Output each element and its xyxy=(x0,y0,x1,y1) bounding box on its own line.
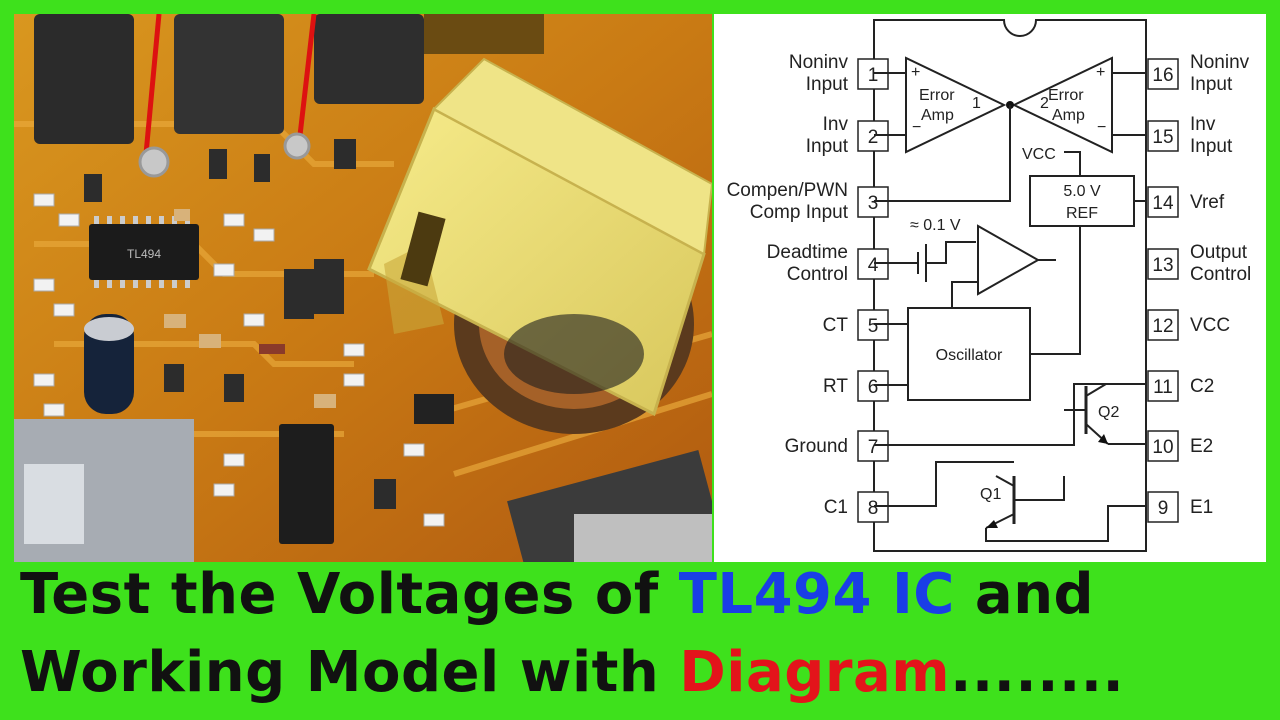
offset-label: ≈ 0.1 V xyxy=(910,217,961,234)
title-line-1: Test the Voltages of TL494 IC and xyxy=(20,562,1094,627)
error-amp-2 xyxy=(1011,56,1113,154)
pcb-photo: TL494 xyxy=(14,14,712,562)
right-pin-name: Inv xyxy=(1190,114,1216,135)
left-pin-number: 8 xyxy=(868,498,879,519)
amp1-label-line1: Error xyxy=(919,87,955,104)
right-pin-name: Vref xyxy=(1190,192,1225,213)
right-pin-name: E1 xyxy=(1190,497,1213,518)
error-amp-1 xyxy=(905,56,1007,154)
left-pin-name: CT xyxy=(823,315,849,336)
left-pin-box xyxy=(857,309,889,341)
ref-voltage: 5.0 V xyxy=(1063,183,1101,200)
title-diagram-word: Diagram xyxy=(679,640,951,705)
left-pin-number: 7 xyxy=(868,437,879,458)
right-pin-box xyxy=(1147,120,1179,152)
left-pin-name: Noninv xyxy=(789,52,849,73)
left-pin-name-2: Input xyxy=(806,136,849,157)
right-pin-number: 13 xyxy=(1152,255,1173,276)
left-pin-name-2: Comp Input xyxy=(750,202,849,223)
right-pin-number: 15 xyxy=(1152,127,1173,148)
pcb-illustration: TL494 xyxy=(14,14,712,562)
amp1-label-line2: Amp xyxy=(921,107,954,124)
amp1-minus: − xyxy=(912,119,921,136)
title-line-2: Working Model with Diagram........ xyxy=(20,640,1124,705)
right-pin-name-2: Input xyxy=(1190,136,1233,157)
title-line1-text: Test the Voltages of xyxy=(20,562,679,627)
right-pin-number: 10 xyxy=(1152,437,1173,458)
right-pin-name-2: Input xyxy=(1190,74,1233,95)
q2-label: Q2 xyxy=(1098,404,1119,421)
left-pin-number: 2 xyxy=(868,127,879,148)
chip-marking: TL494 xyxy=(127,247,161,261)
amp2-number: 2 xyxy=(1040,95,1049,112)
right-pin-name: C2 xyxy=(1190,376,1214,397)
vcc-label: VCC xyxy=(1022,146,1056,163)
right-pin-number: 12 xyxy=(1152,316,1173,337)
title-ellipsis: ........ xyxy=(950,640,1125,705)
ic-body-outline xyxy=(873,19,1147,552)
title-line1-end: and xyxy=(954,562,1095,627)
right-pin-box xyxy=(1147,491,1179,523)
right-pin-name: Output xyxy=(1190,242,1248,263)
title-chip-name: TL494 IC xyxy=(678,562,955,627)
right-pin-name: E2 xyxy=(1190,436,1213,457)
left-pin-name: RT xyxy=(823,376,848,397)
left-pin-name-2: Input xyxy=(806,74,849,95)
left-pin-number: 1 xyxy=(868,65,879,86)
amp1-number: 1 xyxy=(972,95,981,112)
left-pin-number: 4 xyxy=(868,255,879,276)
q1-label: Q1 xyxy=(980,486,1001,503)
amp2-minus: − xyxy=(1097,119,1106,136)
right-pin-box xyxy=(1147,248,1179,280)
right-pin-box xyxy=(1147,309,1179,341)
left-pin-box xyxy=(857,186,889,218)
left-pin-number: 5 xyxy=(868,316,879,337)
left-pin-name: Deadtime xyxy=(767,242,848,263)
amp2-label-line1: Error xyxy=(1048,87,1084,104)
ref-label: REF xyxy=(1066,205,1098,222)
left-pin-number: 3 xyxy=(868,193,879,214)
amp2-plus: + xyxy=(1096,64,1105,81)
oscillator-label: Oscillator xyxy=(936,347,1003,364)
left-pin-name: C1 xyxy=(824,497,848,518)
right-pin-number: 14 xyxy=(1152,193,1174,214)
right-pin-number: 11 xyxy=(1153,377,1173,398)
right-pin-name-2: Control xyxy=(1190,264,1251,285)
right-pin-number: 9 xyxy=(1158,498,1169,519)
right-pin-name: VCC xyxy=(1190,315,1230,336)
left-pin-name: Ground xyxy=(785,436,848,457)
right-pin-number: 16 xyxy=(1152,65,1173,86)
right-pin-box xyxy=(1147,58,1179,90)
amp1-plus: + xyxy=(911,64,920,81)
right-pin-box xyxy=(1147,186,1179,218)
amp2-label-line2: Amp xyxy=(1052,107,1085,124)
left-pin-number: 6 xyxy=(868,377,879,398)
left-pin-name: Inv xyxy=(823,114,849,135)
left-pin-name: Compen/PWN xyxy=(727,180,848,201)
right-pin-box xyxy=(1147,370,1179,402)
left-pin-name-2: Control xyxy=(787,264,848,285)
deadtime-comparator xyxy=(977,224,1041,296)
right-pin-box xyxy=(1147,430,1179,462)
title-line2-text: Working Model with xyxy=(20,640,680,705)
right-pin-name: Noninv xyxy=(1190,52,1250,73)
